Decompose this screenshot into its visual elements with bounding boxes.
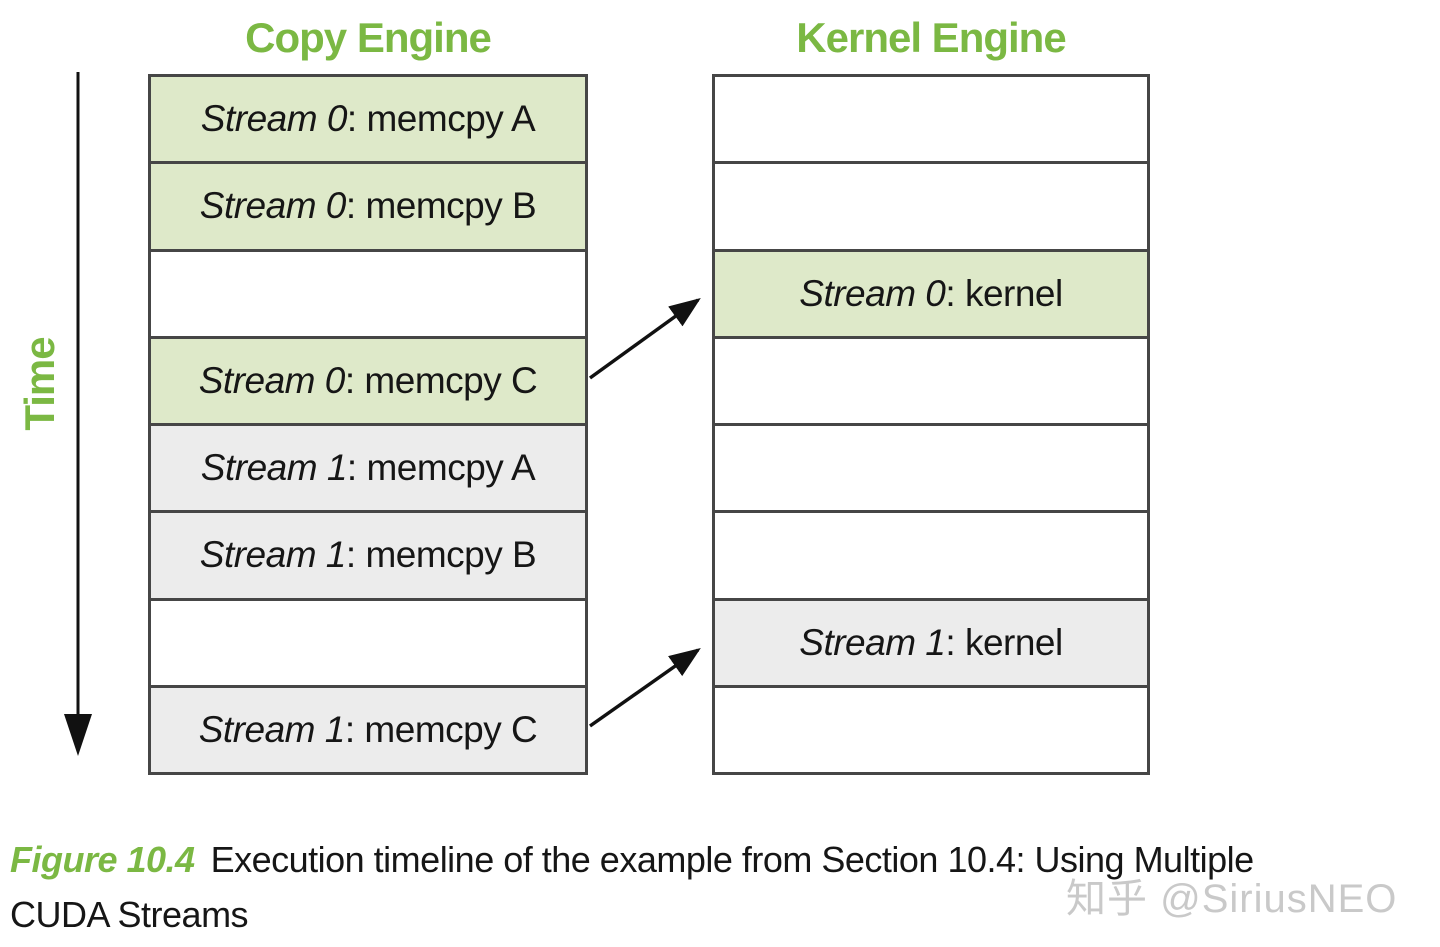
figure-label: Figure 10.4: [10, 839, 195, 880]
task-name: : memcpy B: [345, 534, 537, 576]
copy-row-2: Stream 0: memcpy B: [151, 164, 585, 252]
stream-name: Stream 1: [799, 621, 946, 663]
copy-row-8: Stream 1: memcpy C: [151, 687, 585, 772]
task-name: : memcpy A: [346, 98, 536, 140]
copy-row-3: [151, 251, 585, 339]
stream-name: Stream 1: [199, 534, 347, 576]
kernel-engine-column: Stream 0: kernel Stream 1: kernel: [712, 74, 1150, 775]
copy-row-4: Stream 0: memcpy C: [151, 338, 585, 426]
kernel-engine-title: Kernel Engine: [796, 14, 1066, 61]
copy-engine-column: Stream 0: memcpy A Stream 0: memcpy B St…: [148, 74, 588, 775]
stream-name: Stream 0: [799, 272, 946, 314]
figure-caption: Figure 10.4 Execution timeline of the exa…: [10, 832, 1434, 942]
kernel-row-6: [715, 513, 1147, 601]
kernel-row-1: [715, 77, 1147, 165]
copy-row-1: Stream 0: memcpy A: [151, 77, 585, 165]
copy-engine-title: Copy Engine: [245, 14, 492, 61]
caption-line2: CUDA Streams: [10, 894, 249, 935]
kernel-row-5: [715, 426, 1147, 514]
caption-line1: Execution timeline of the example from S…: [210, 839, 1255, 880]
copy-row-6: Stream 1: memcpy B: [151, 513, 585, 601]
stream-name: Stream 1: [198, 708, 346, 750]
task-name: : kernel: [945, 621, 1063, 663]
time-axis-label: Time: [16, 337, 63, 431]
kernel-row-8: [715, 687, 1147, 772]
copy-row-7: [151, 600, 585, 688]
watermark: 知乎 @SiriusNEO: [1066, 877, 1398, 921]
stream-name: Stream 0: [199, 185, 347, 227]
task-name: : memcpy C: [344, 359, 538, 401]
task-name: : memcpy C: [344, 708, 538, 750]
task-name: : kernel: [945, 272, 1063, 314]
arrow-stream1-memcpyC-to-kernel: [588, 647, 701, 728]
kernel-row-7: Stream 1: kernel: [715, 600, 1147, 688]
stream-name: Stream 0: [198, 359, 346, 401]
kernel-row-4: [715, 338, 1147, 426]
stream-name: Stream 1: [200, 447, 348, 489]
kernel-row-3: Stream 0: kernel: [715, 251, 1147, 339]
kernel-row-2: [715, 164, 1147, 252]
copy-row-5: Stream 1: memcpy A: [151, 426, 585, 514]
task-name: : memcpy A: [346, 447, 536, 489]
stream-name: Stream 0: [200, 98, 348, 140]
task-name: : memcpy B: [345, 185, 537, 227]
arrow-stream0-memcpyC-to-kernel: [588, 297, 701, 380]
time-axis-arrowhead: [64, 714, 92, 756]
